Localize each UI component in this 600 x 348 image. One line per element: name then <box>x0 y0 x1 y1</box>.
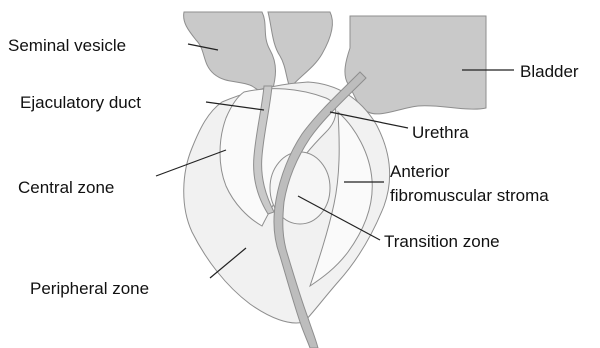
label-anterior-line2: fibromuscular stroma <box>390 186 549 206</box>
label-seminal-vesicle: Seminal vesicle <box>8 36 126 56</box>
label-bladder: Bladder <box>520 62 579 82</box>
bladder-shape <box>345 16 486 114</box>
label-anterior-line1: Anterior <box>390 162 450 182</box>
label-ejaculatory-duct: Ejaculatory duct <box>20 93 141 113</box>
label-peripheral-zone: Peripheral zone <box>30 279 149 299</box>
seminal-vesicle-shape <box>184 12 276 93</box>
label-transition-zone: Transition zone <box>384 232 500 252</box>
seminal-vesicle-middle-shape <box>268 12 332 88</box>
label-central-zone: Central zone <box>18 178 114 198</box>
label-urethra: Urethra <box>412 123 469 143</box>
